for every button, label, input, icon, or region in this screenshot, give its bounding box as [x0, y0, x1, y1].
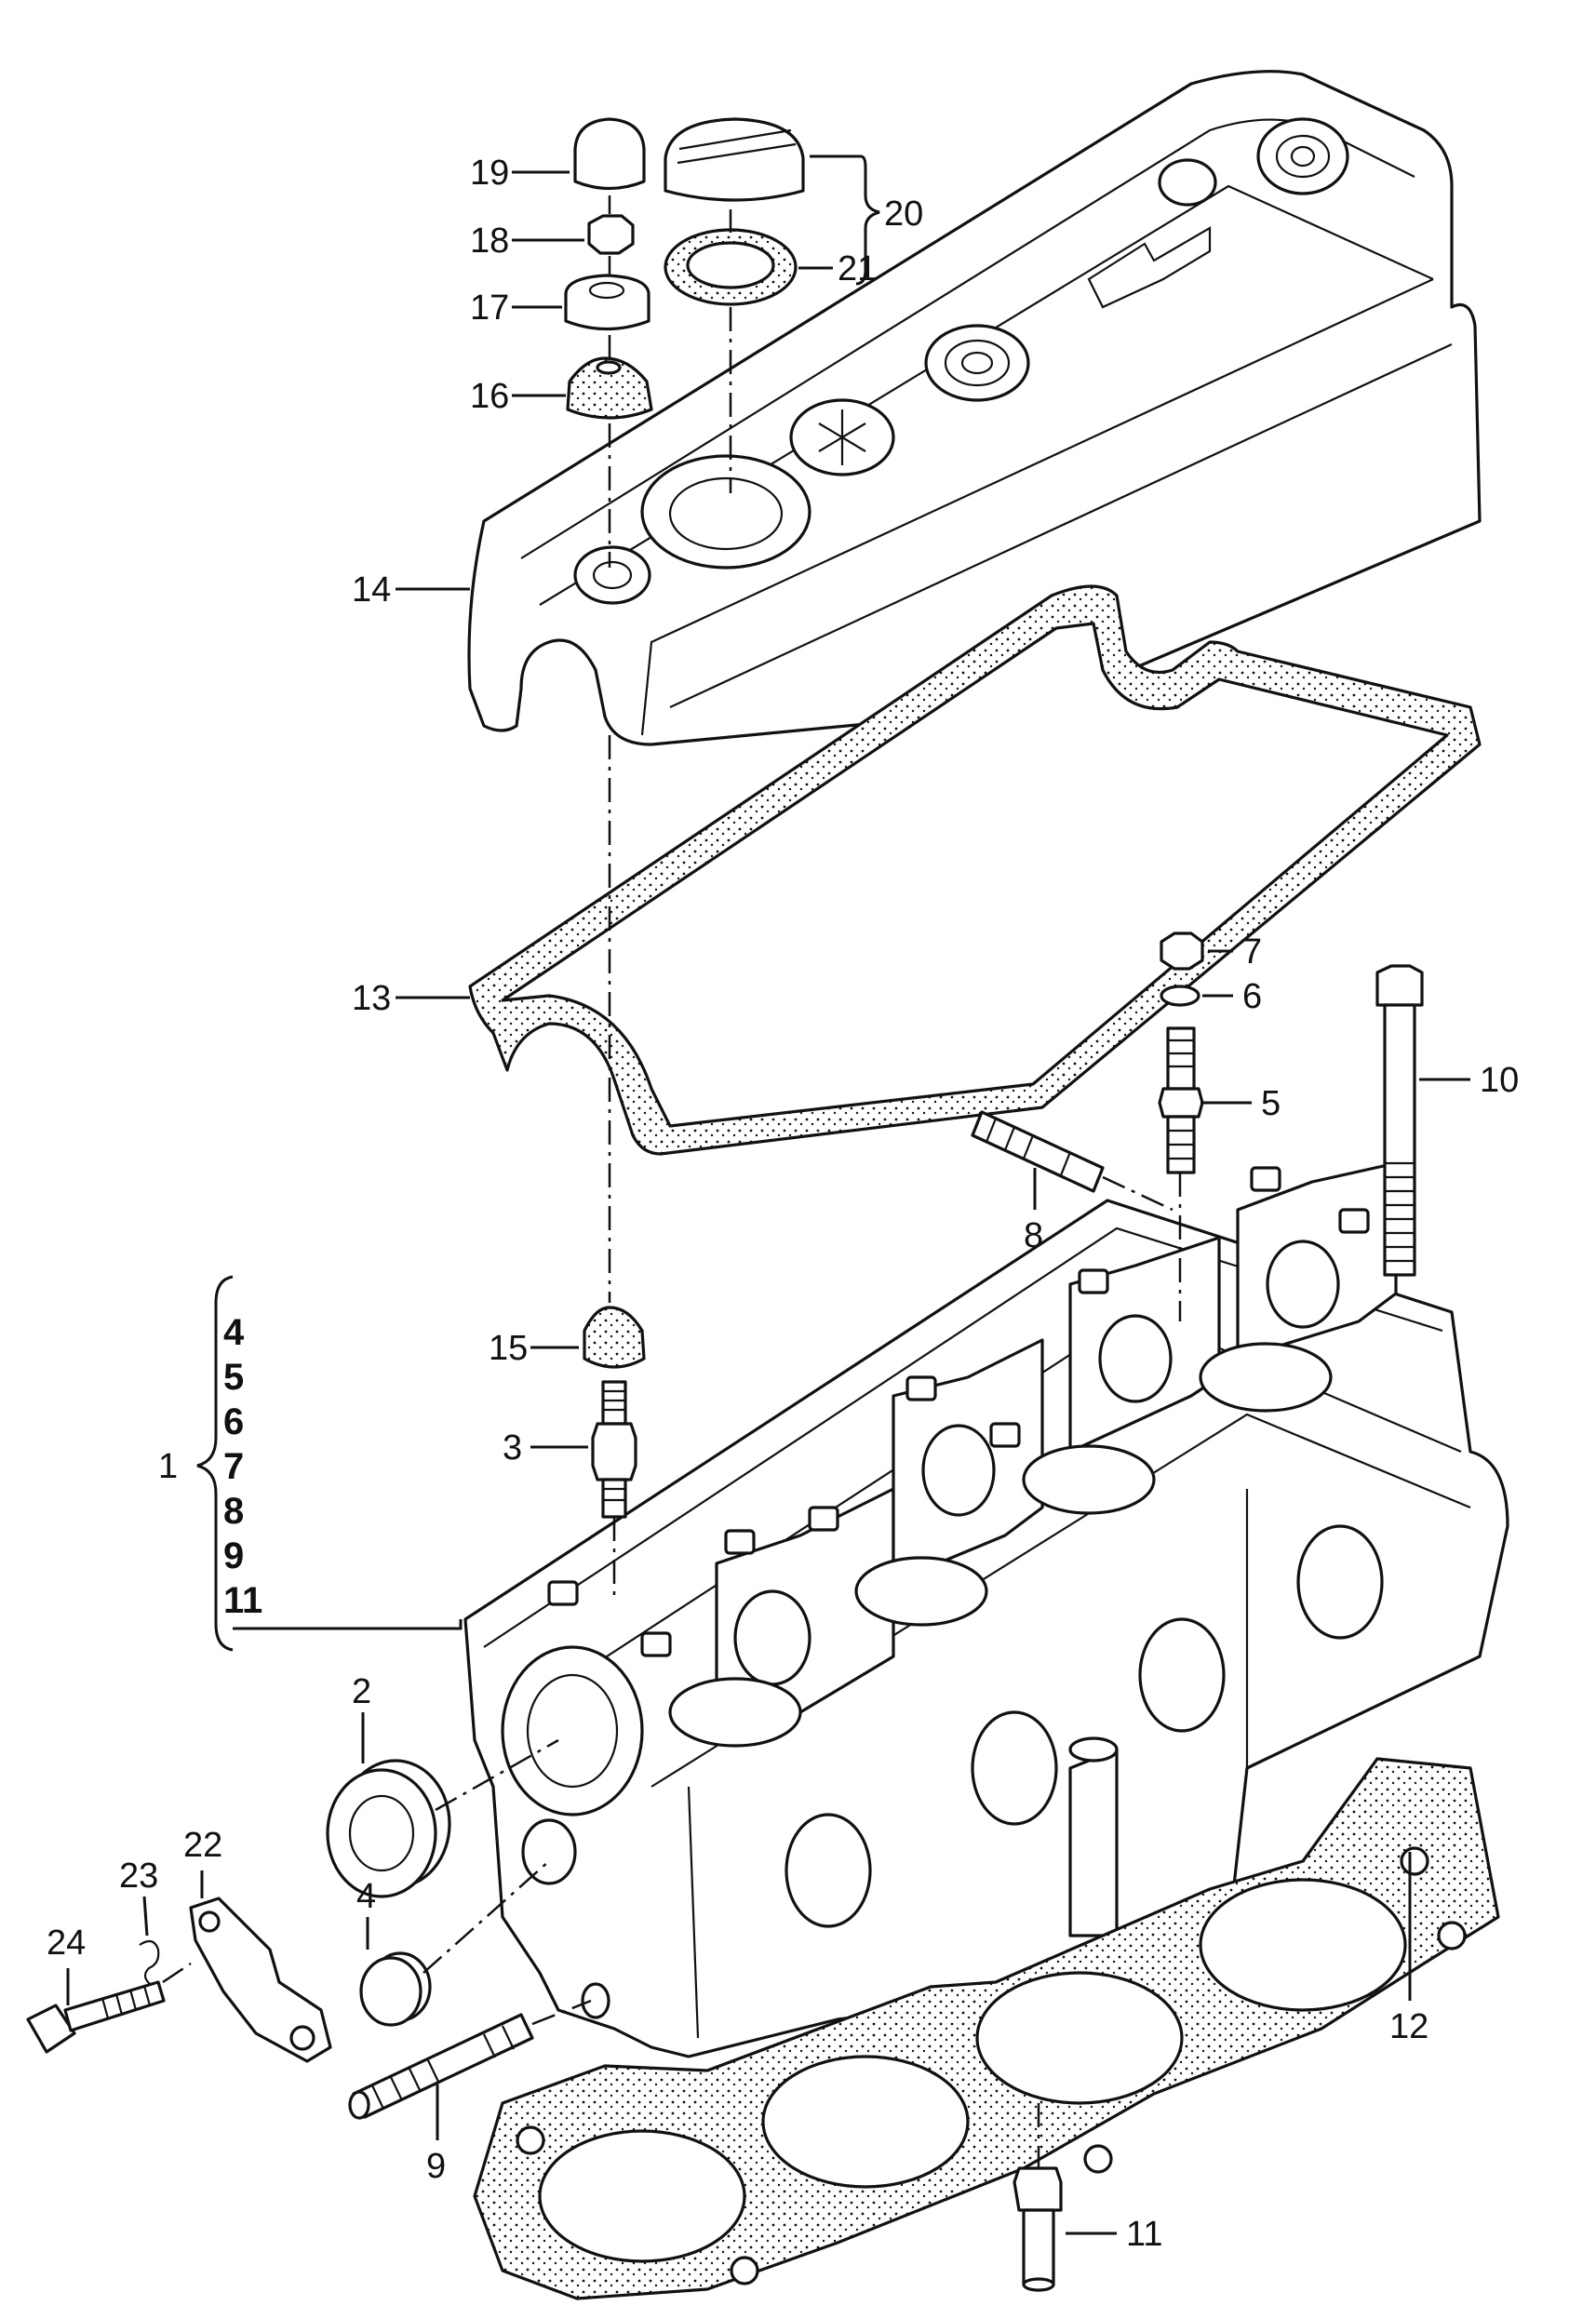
callout-5: 5 [1261, 1084, 1281, 1123]
callout-15: 15 [489, 1329, 528, 1368]
part-10-head-bolt [1375, 964, 1424, 1277]
part-7-nut [1160, 932, 1204, 971]
kit-item-4: 4 [223, 1312, 245, 1353]
kit-item-6: 6 [223, 1401, 244, 1442]
valve-cover-gasket [468, 584, 1482, 1156]
part-6-washer [1160, 985, 1200, 1007]
kit-item-7: 7 [223, 1446, 244, 1487]
part-21-seal [664, 228, 798, 306]
part-3-stud [591, 1380, 637, 1519]
callout-19: 19 [470, 154, 509, 193]
part-22-bracket [189, 1897, 332, 2063]
valve-cover [467, 70, 1482, 746]
callout-24: 24 [47, 1924, 86, 1963]
callout-6: 6 [1242, 977, 1262, 1016]
part-4-plug [359, 1951, 432, 2027]
leader-lines [66, 154, 1470, 2235]
callout-22: 22 [183, 1826, 222, 1865]
callout-10: 10 [1480, 1061, 1519, 1100]
part-11-bolt [1013, 2166, 1063, 2292]
part-19-cap [573, 117, 646, 191]
part-2-seal [326, 1759, 451, 1898]
callout-7: 7 [1242, 932, 1262, 972]
part-9-stud [348, 2013, 534, 2120]
part-18-nut [587, 214, 635, 255]
callout-2: 2 [352, 1672, 371, 1711]
callout-20: 20 [884, 194, 923, 234]
callout-11: 11 [1126, 2215, 1162, 2254]
part-16-grommet [566, 356, 653, 420]
callout-8: 8 [1024, 1216, 1043, 1255]
callout-3: 3 [503, 1428, 522, 1468]
brace-1 [196, 1275, 234, 1652]
callout-16: 16 [470, 377, 509, 416]
part-8-stud [971, 1110, 1174, 1212]
callout-17: 17 [470, 288, 509, 328]
callout-1: 1 [158, 1447, 178, 1486]
assembly-lines [162, 195, 1182, 2168]
part-17-washer [564, 274, 650, 331]
head-gasket [473, 1757, 1500, 2300]
callout-4: 4 [356, 1877, 376, 1916]
cylinder-head [463, 1161, 1509, 2058]
callout-18: 18 [470, 221, 509, 261]
part-15-grommet [583, 1306, 646, 1369]
callout-13: 13 [352, 979, 391, 1018]
callout-21: 21 [838, 249, 877, 288]
part-5-stud [1158, 1026, 1204, 1174]
part-24-bolt [26, 1980, 166, 2054]
kit-item-11: 11 [223, 1580, 262, 1621]
callout-23: 23 [119, 1857, 158, 1896]
kit-item-8: 8 [223, 1491, 244, 1532]
callout-14: 14 [352, 570, 391, 610]
callout-9: 9 [426, 2147, 446, 2186]
callout-labels: 19 18 17 16 20 21 14 13 15 3 7 6 5 10 8 … [47, 154, 1519, 2254]
brace-20 [838, 154, 880, 286]
part-20-oil-filler-cap [664, 117, 805, 202]
callout-12: 12 [1389, 2007, 1428, 2046]
kit-item-5: 5 [223, 1357, 244, 1398]
kit-item-9: 9 [223, 1535, 244, 1576]
